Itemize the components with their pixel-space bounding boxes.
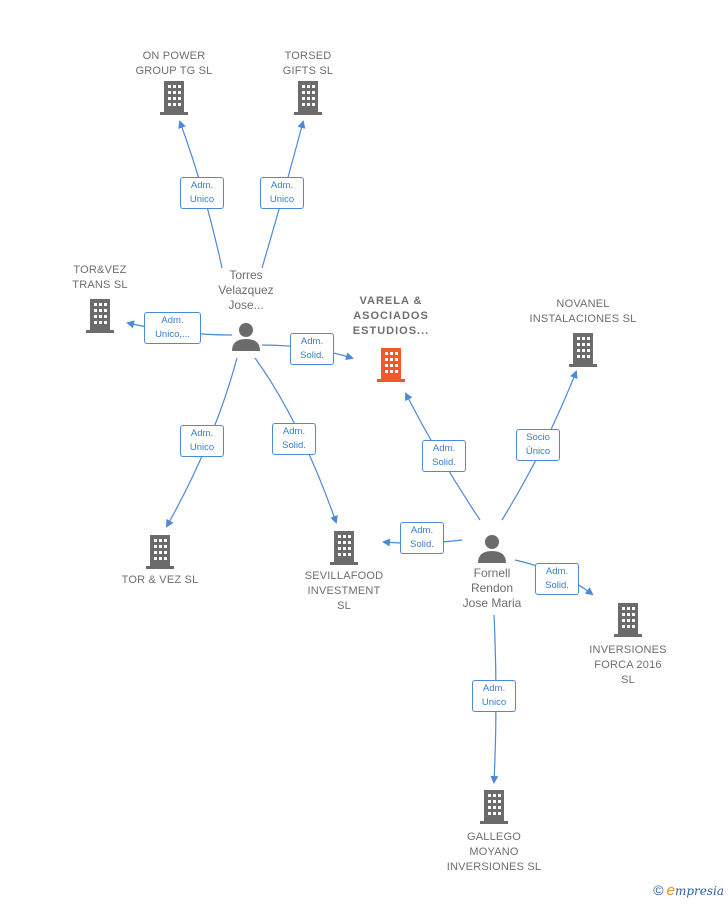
- copyright-icon: ©: [653, 882, 664, 898]
- company-tor-vez[interactable]: TOR & VEZ SL: [110, 535, 210, 588]
- company-on-power[interactable]: ON POWER GROUP TG SL: [118, 49, 230, 115]
- edge-label-fornell-forca[interactable]: Adm. Solid.: [535, 563, 579, 595]
- company-torsed[interactable]: TORSED GIFTS SL: [262, 49, 354, 115]
- edge-label-torres-torsed[interactable]: Adm. Unico: [260, 177, 304, 209]
- company-label: VARELA & ASOCIADOS ESTUDIOS...: [352, 295, 430, 337]
- company-varela[interactable]: VARELA & ASOCIADOS ESTUDIOS...: [336, 294, 446, 382]
- company-novanel[interactable]: NOVANEL INSTALACIONES SL: [518, 297, 648, 367]
- brand-name: mpresia: [674, 884, 724, 898]
- company-label: TOR&VEZ TRANS SL: [72, 264, 128, 291]
- person-icon: [232, 323, 260, 351]
- person-fornell[interactable]: Fornell Rendon Jose Maria: [442, 533, 542, 611]
- company-label: NOVANEL INSTALACIONES SL: [529, 298, 637, 325]
- brand-e: e: [666, 882, 675, 899]
- edge-label-fornell-gallego[interactable]: Adm. Unico: [472, 680, 516, 712]
- person-torres[interactable]: Torres Velazquez Jose...: [196, 268, 296, 351]
- edge-label-torres-sevillafood[interactable]: Adm. Solid.: [272, 423, 316, 455]
- edge-label-fornell-sevillafood[interactable]: Adm. Solid.: [400, 522, 444, 554]
- building-icon: [614, 603, 642, 637]
- company-label: GALLEGO MOYANO INVERSIONES SL: [446, 831, 542, 873]
- brand-logo: ©empresia: [653, 882, 724, 899]
- edge-label-torres-varela[interactable]: Adm. Solid.: [290, 333, 334, 365]
- building-icon: [160, 81, 188, 115]
- edge-label-fornell-varela[interactable]: Adm. Solid.: [422, 440, 466, 472]
- building-icon: [330, 531, 358, 565]
- edge-label-fornell-novanel[interactable]: Socio Único: [516, 429, 560, 461]
- company-sevillafood[interactable]: SEVILLAFOOD INVESTMENT SL: [294, 531, 394, 614]
- company-torvez-trans[interactable]: TOR&VEZ TRANS SL: [50, 263, 150, 333]
- building-icon: [480, 790, 508, 824]
- person-icon: [478, 535, 506, 563]
- company-forca[interactable]: INVERSIONES FORCA 2016 SL: [577, 603, 679, 688]
- company-label: TORSED GIFTS SL: [282, 50, 334, 77]
- edge-label-torres-onpower[interactable]: Adm. Unico: [180, 177, 224, 209]
- building-icon: [86, 299, 114, 333]
- building-icon: [294, 81, 322, 115]
- company-label: INVERSIONES FORCA 2016 SL: [589, 644, 667, 686]
- person-label: Fornell Rendon Jose Maria: [462, 566, 522, 610]
- person-label: Torres Velazquez Jose...: [218, 268, 274, 312]
- edge-label-torres-torveztrans[interactable]: Adm. Unico,...: [144, 312, 201, 344]
- building-icon: [146, 535, 174, 569]
- company-label: ON POWER GROUP TG SL: [135, 50, 213, 77]
- building-icon: [377, 348, 405, 382]
- company-label: SEVILLAFOOD INVESTMENT SL: [304, 570, 384, 612]
- company-gallego[interactable]: GALLEGO MOYANO INVERSIONES SL: [436, 790, 552, 875]
- edge-label-torres-torvez[interactable]: Adm. Unico: [180, 425, 224, 457]
- company-label: TOR & VEZ SL: [121, 574, 199, 586]
- building-icon: [569, 333, 597, 367]
